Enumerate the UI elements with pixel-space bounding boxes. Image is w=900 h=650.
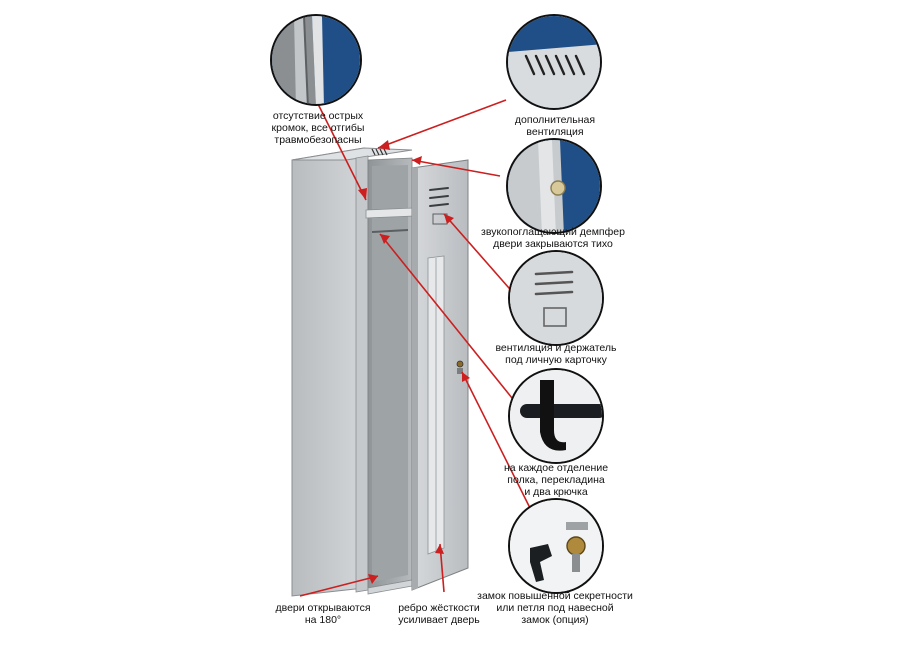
label-line: на 180° <box>304 614 342 626</box>
pointer-lines <box>299 99 537 597</box>
label-rib: ребро жёсткости усиливает дверь <box>384 602 494 626</box>
label-line: двери открываются <box>275 602 371 614</box>
detail-circle-hooks <box>508 368 604 464</box>
label-ventilation: дополнительная вентиляция <box>500 114 610 138</box>
label-line: на каждое отделение <box>503 462 609 474</box>
cabinet-door <box>411 159 469 591</box>
label-line: вентиляция и держатель <box>495 342 617 354</box>
pointer-arrowheads <box>358 140 470 584</box>
detail-circle-damper <box>506 138 602 234</box>
label-lock: замок повышенной секретности или петля п… <box>470 590 640 626</box>
label-line: отсутствие острых <box>272 110 364 122</box>
detail-circle-lock <box>508 498 604 594</box>
cabinet-body <box>291 147 415 597</box>
label-line: полка, перекладина <box>507 474 605 486</box>
label-line: травмобезопасны <box>274 134 362 146</box>
label-shelf: на каждое отделение полка, перекладина и… <box>494 462 618 498</box>
label-line: вентиляция <box>526 126 584 138</box>
detail-circle-card-holder <box>508 250 604 346</box>
label-line: и два крючка <box>524 486 588 498</box>
label-line: или петля под навесной <box>496 602 614 614</box>
label-line: дополнительная <box>514 114 596 126</box>
label-line: ребро жёсткости <box>398 602 480 614</box>
detail-circle-edges <box>270 14 362 106</box>
label-line: кромок, все отгибы <box>271 122 365 134</box>
label-line: двери закрываются тихо <box>493 238 613 250</box>
label-line: замок (опция) <box>521 614 589 626</box>
label-line: под личную карточку <box>505 354 607 366</box>
label-sharp-edges: отсутствие острых кромок, все отгибы тра… <box>258 110 378 146</box>
label-line: замок повышенной секретности <box>477 590 633 602</box>
label-line: усиливает дверь <box>398 614 480 626</box>
label-card-holder: вентиляция и держатель под личную карточ… <box>486 342 626 366</box>
label-door: двери открываются на 180° <box>268 602 378 626</box>
label-line: звукопоглащающий демпфер <box>481 226 625 238</box>
detail-circle-ventilation <box>506 14 602 110</box>
label-damper: звукопоглащающий демпфер двери закрывают… <box>478 226 628 250</box>
